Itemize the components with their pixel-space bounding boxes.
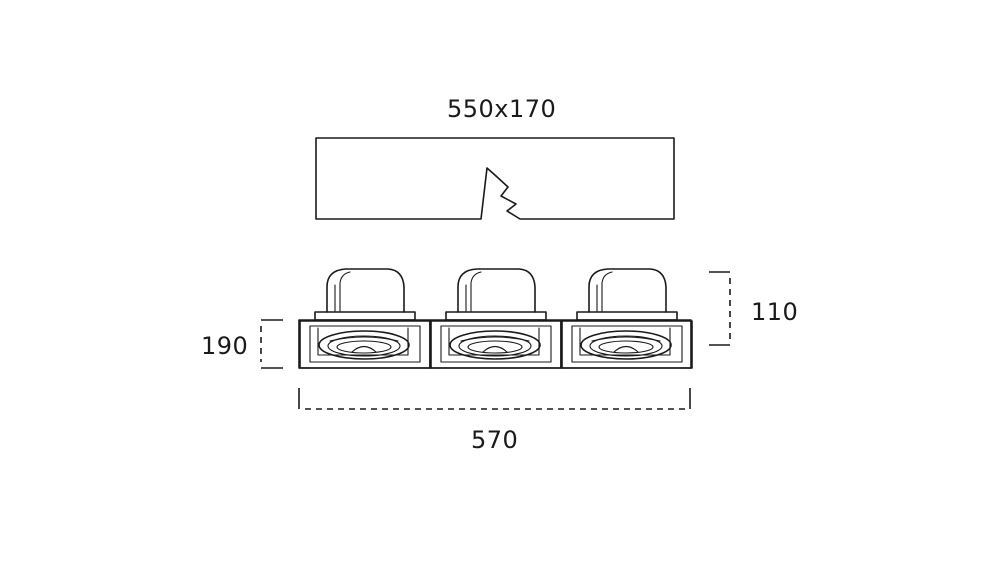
depth-dimension bbox=[709, 271, 731, 346]
width-dimension bbox=[298, 388, 691, 410]
lamp-module-3 bbox=[561, 268, 693, 369]
height-dimension bbox=[260, 319, 283, 369]
cutout-outline bbox=[315, 137, 675, 220]
lamp-module bbox=[299, 268, 431, 369]
width-dimension-label: 570 bbox=[471, 426, 519, 454]
lamp-module-2 bbox=[430, 268, 562, 369]
cutout-dimension-label: 550x170 bbox=[447, 95, 557, 123]
height-dimension-label: 190 bbox=[201, 332, 249, 360]
fixture-side-view bbox=[298, 268, 693, 369]
depth-dimension-label: 110 bbox=[751, 298, 799, 326]
